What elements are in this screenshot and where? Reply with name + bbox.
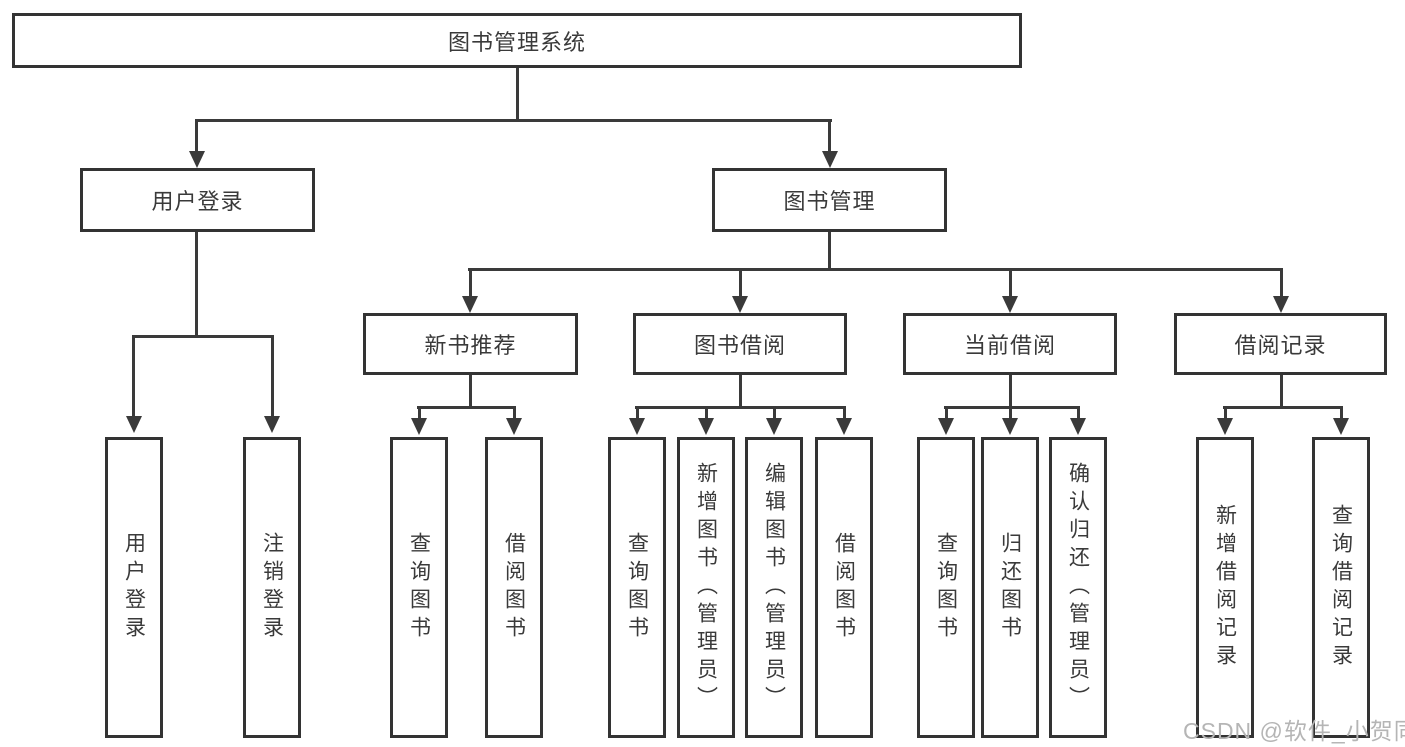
arrowhead-down: [1002, 296, 1018, 313]
arrowhead-down: [698, 418, 714, 435]
connector-vline: [513, 406, 516, 422]
arrowhead-down: [938, 418, 954, 435]
connector-hline: [1223, 406, 1343, 409]
connector-vline: [1224, 406, 1227, 422]
leaf-borrow-borrow-books: 借阅图书: [815, 437, 873, 738]
node-label: 确认归还（管理员）: [1066, 461, 1090, 714]
connector-vline: [271, 335, 274, 417]
node-label: 归还图书: [998, 531, 1022, 644]
connector-vline: [705, 406, 708, 422]
connector-vline: [1280, 375, 1283, 408]
connector-vline: [195, 119, 198, 155]
node-library-management-system: 图书管理系统: [12, 13, 1022, 68]
arrowhead-down: [1002, 418, 1018, 435]
connector-vline: [469, 268, 472, 298]
connector-vline: [1340, 406, 1343, 422]
connector-vline: [1009, 268, 1012, 298]
arrowhead-down: [411, 418, 427, 435]
node-label: 图书管理系统: [447, 29, 586, 55]
connector-vline: [516, 68, 519, 120]
connector-vline: [469, 375, 472, 408]
leaf-current-confirm-return-admin: 确认归还（管理员）: [1049, 437, 1107, 738]
leaf-newbook-query-books: 查询图书: [390, 437, 448, 738]
connector-vline: [843, 406, 846, 422]
node-label: 新书推荐: [424, 333, 517, 358]
arrowhead-down: [1273, 296, 1289, 313]
node-user-login: 用户登录: [80, 168, 315, 232]
node-new-book-recommendation: 新书推荐: [363, 313, 578, 375]
connector-hline: [417, 406, 516, 409]
leaf-current-return-books: 归还图书: [981, 437, 1039, 738]
arrowhead-down: [822, 151, 838, 168]
node-book-management: 图书管理: [712, 168, 947, 232]
connector-vline: [132, 335, 135, 417]
node-label: 借阅记录: [1234, 333, 1327, 358]
csdn-watermark: CSDN @软件_小贺同学: [1183, 718, 1405, 744]
connector-hline: [196, 119, 832, 122]
connector-vline: [1009, 406, 1012, 422]
node-label: 图书借阅: [693, 333, 786, 358]
node-label: 查询借阅记录: [1329, 503, 1353, 672]
node-label: 当前借阅: [963, 333, 1056, 358]
leaf-record-query-borrow-record: 查询借阅记录: [1312, 437, 1370, 738]
arrowhead-down: [1217, 418, 1233, 435]
leaf-borrow-query-books: 查询图书: [608, 437, 666, 738]
connector-hline: [468, 268, 1282, 271]
node-book-borrowing: 图书借阅: [633, 313, 847, 375]
node-label: 借阅图书: [832, 531, 856, 644]
arrowhead-down: [629, 418, 645, 435]
arrowhead-down: [126, 416, 142, 433]
leaf-borrow-edit-books-admin: 编辑图书（管理员）: [745, 437, 803, 738]
leaf-borrow-add-books-admin: 新增图书（管理员）: [677, 437, 735, 738]
arrowhead-down: [1333, 418, 1349, 435]
node-label: 注销登录: [260, 531, 284, 644]
arrowhead-down: [189, 151, 205, 168]
connector-vline: [1280, 268, 1283, 298]
connector-vline: [828, 119, 831, 155]
connector-vline: [773, 406, 776, 422]
connector-vline: [945, 406, 948, 422]
node-label: 编辑图书（管理员）: [762, 461, 786, 714]
connector-vline: [195, 232, 198, 337]
connector-vline: [418, 406, 421, 422]
arrowhead-down: [1070, 418, 1086, 435]
arrowhead-down: [462, 296, 478, 313]
leaf-newbook-borrow-books: 借阅图书: [485, 437, 543, 738]
arrowhead-down: [732, 296, 748, 313]
connector-vline: [1009, 375, 1012, 408]
arrowhead-down: [766, 418, 782, 435]
leaf-current-query-books: 查询图书: [917, 437, 975, 738]
node-label: 新增图书（管理员）: [694, 461, 718, 714]
node-label: 查询图书: [407, 531, 431, 644]
node-label: 查询图书: [625, 531, 649, 644]
arrowhead-down: [836, 418, 852, 435]
node-label: 用户登录: [122, 531, 146, 644]
leaf-logout: 注销登录: [243, 437, 301, 738]
connector-hline: [132, 335, 274, 338]
connector-hline: [635, 406, 845, 409]
connector-vline: [1077, 406, 1080, 422]
node-label: 新增借阅记录: [1213, 503, 1237, 672]
node-current-borrowing: 当前借阅: [903, 313, 1117, 375]
arrowhead-down: [506, 418, 522, 435]
node-label: 查询图书: [934, 531, 958, 644]
node-label: 借阅图书: [502, 531, 526, 644]
connector-vline: [636, 406, 639, 422]
node-label: 图书管理: [783, 189, 876, 214]
connector-vline: [739, 375, 742, 408]
node-label: 用户登录: [151, 189, 244, 214]
arrowhead-down: [264, 416, 280, 433]
node-borrowing-records: 借阅记录: [1174, 313, 1387, 375]
leaf-user-login: 用户登录: [105, 437, 163, 738]
leaf-record-add-borrow-record: 新增借阅记录: [1196, 437, 1254, 738]
connector-vline: [739, 268, 742, 298]
connector-vline: [828, 232, 831, 270]
